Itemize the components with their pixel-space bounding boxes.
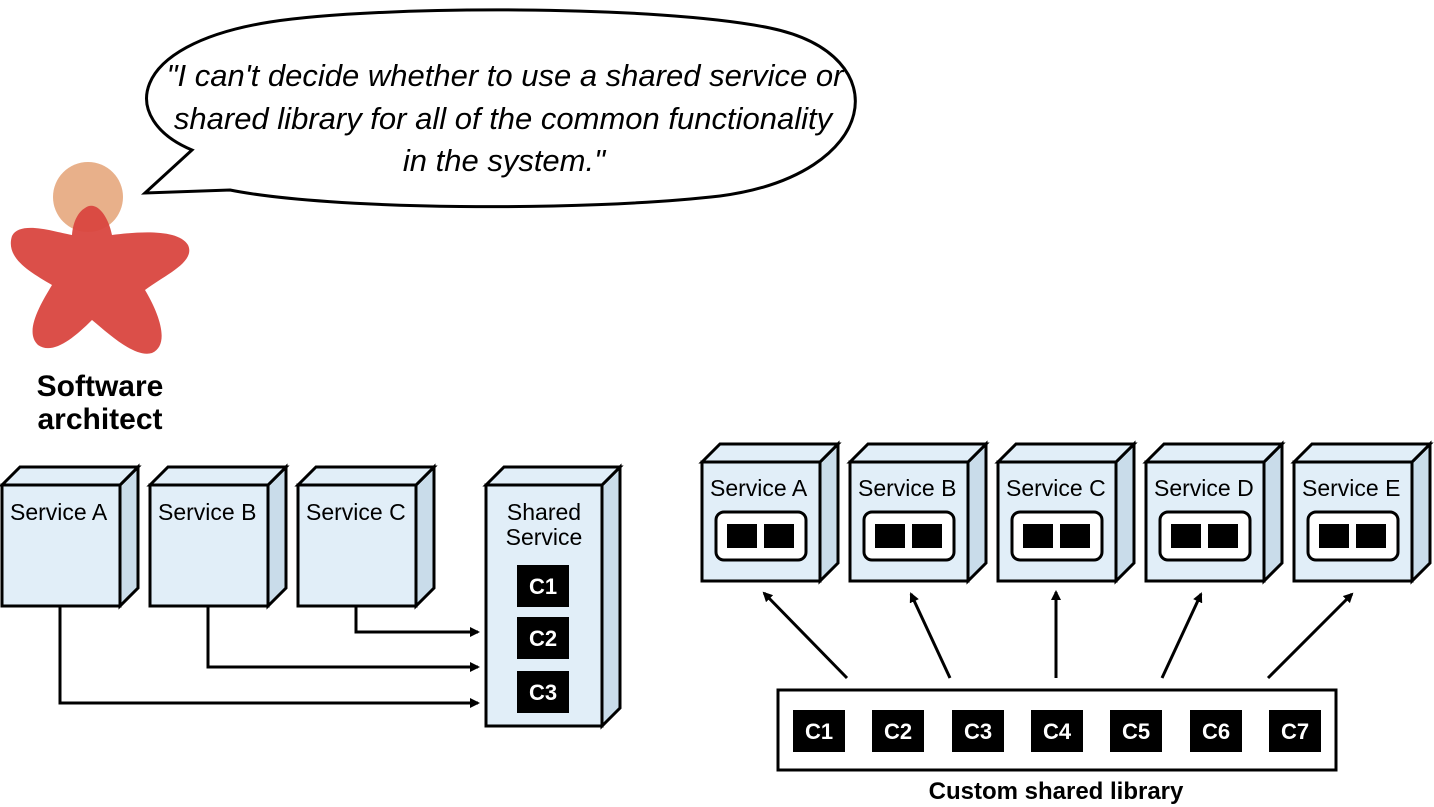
component-label: C2: [884, 719, 912, 744]
left-service-label-a: Service A: [10, 499, 108, 525]
speech-line-1: "I can't decide whether to use a shared …: [167, 58, 846, 93]
person-star-icon: [10, 162, 190, 354]
actor-label-line-2: architect: [37, 403, 162, 436]
actor-label-line-1: Software: [37, 370, 164, 403]
embedded-library-icon: [862, 510, 956, 562]
right-service-label-d: Service D: [1154, 475, 1254, 501]
library-component-c7: C7: [1269, 710, 1321, 752]
embedded-library-icon: [1158, 510, 1252, 562]
shared-service-diagram: Service A Service B Service C Shared Ser…: [0, 463, 624, 730]
left-service-box-a: Service A: [0, 463, 142, 610]
library-component-c1: C1: [793, 710, 845, 752]
embedded-library-icon: [714, 510, 808, 562]
shared-service-component-c2: C2: [517, 617, 569, 659]
embedded-library-icon: [1010, 510, 1104, 562]
library-component-c6: C6: [1190, 710, 1242, 752]
library-component-c2: C2: [872, 710, 924, 752]
right-service-label-c: Service C: [1006, 475, 1106, 501]
shared-service-component-c3: C3: [517, 671, 569, 713]
component-label: C6: [1202, 719, 1230, 744]
component-label: C3: [529, 680, 557, 705]
shared-service-box: Shared Service C1 C2 C3: [482, 463, 624, 730]
right-service-label-e: Service E: [1302, 475, 1400, 501]
shared-library-label: Custom shared library: [929, 778, 1184, 805]
connector-service-c: [354, 606, 480, 637]
actor-body: [10, 205, 190, 354]
component-label: C2: [529, 626, 557, 651]
right-service-box-c: Service C: [994, 440, 1138, 585]
right-service-label-a: Service A: [710, 475, 808, 501]
left-service-box-b: Service B: [146, 463, 290, 610]
shared-service-label-line-2: Service: [506, 524, 583, 550]
connector-service-a: [58, 606, 480, 708]
right-service-box-a: Service A: [698, 440, 842, 585]
embedded-library-icon: [1306, 510, 1400, 562]
shared-service-label-line-1: Shared: [507, 499, 581, 525]
arrow-to-service-d: [1160, 592, 1203, 679]
right-service-box-b: Service B: [846, 440, 990, 585]
right-service-box-e: Service E: [1290, 440, 1434, 585]
library-component-c5: C5: [1110, 710, 1162, 752]
library-component-c3: C3: [952, 710, 1004, 752]
speech-line-2: shared library for all of the common fun…: [174, 101, 835, 136]
component-label: C1: [805, 719, 833, 744]
component-label: C1: [529, 574, 557, 599]
component-label: C7: [1281, 719, 1309, 744]
connector-service-b: [206, 606, 480, 672]
arrow-to-service-e: [1266, 592, 1354, 680]
library-component-c4: C4: [1031, 710, 1083, 752]
actor-head: [53, 162, 123, 232]
speech-bubble: "I can't decide whether to use a shared …: [140, 8, 857, 209]
arrow-to-service-b: [909, 592, 952, 679]
shared-service-component-c1: C1: [517, 565, 569, 607]
right-service-label-b: Service B: [858, 475, 956, 501]
left-service-label-b: Service B: [158, 499, 256, 525]
speech-bubble-shape: [140, 8, 857, 209]
speech-line-3: in the system.": [403, 143, 607, 178]
component-label: C5: [1122, 719, 1150, 744]
component-label: C4: [1043, 719, 1072, 744]
left-service-label-c: Service C: [306, 499, 406, 525]
component-label: C3: [964, 719, 992, 744]
shared-library-diagram: Service A Service B Service C: [698, 440, 1434, 805]
left-service-box-c: Service C: [294, 463, 438, 610]
right-service-box-d: Service D: [1142, 440, 1286, 585]
arrow-to-service-a: [762, 591, 849, 680]
